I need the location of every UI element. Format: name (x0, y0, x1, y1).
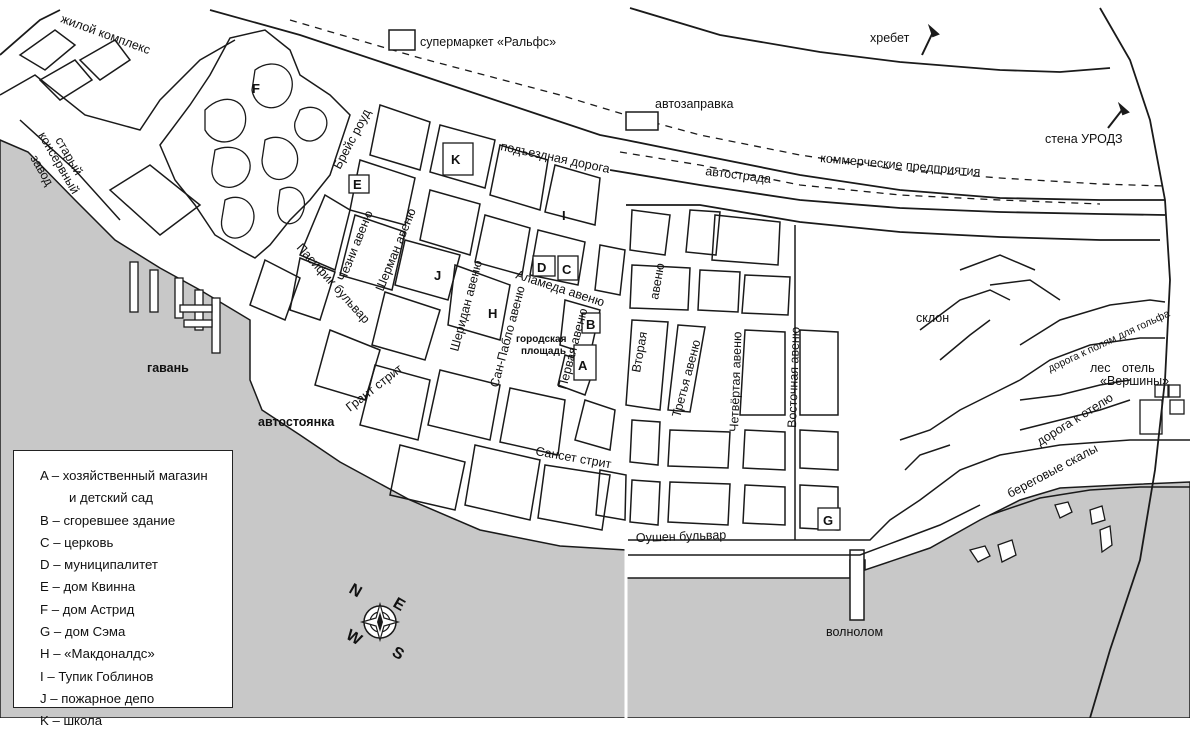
ridge-arrow-icon (921, 23, 940, 56)
label-town-square-1: городская (516, 334, 567, 345)
label-second-ave: Вторая (629, 331, 650, 374)
legend-item: A – хозяйственный магазин (40, 468, 208, 483)
south-highway-edge (626, 204, 1160, 241)
marker-d: D (537, 260, 546, 275)
map-legend: A – хозяйственный магазин и детский сад … (13, 450, 233, 728)
legend-item: D – муниципалитет (40, 557, 158, 573)
label-sunset: Сансет стрит (534, 444, 612, 471)
bay-water (625, 481, 1190, 718)
label-slope: склон (916, 311, 949, 325)
label-parking: автостоянка (258, 415, 335, 429)
label-supermarket: супермаркет «Ральфс» (420, 35, 556, 49)
label-commercial: коммерческие предприятия (820, 151, 981, 179)
label-sheridan: Шеридан авеню (447, 259, 485, 353)
north-road-edge (0, 9, 1165, 201)
label-pacific: Пасифик бульвар (294, 241, 373, 327)
label-harbor: гавань (147, 361, 189, 375)
label-fourth-ave: Четвёртая авеню (727, 331, 744, 432)
label-access-road: подъездная дорога (499, 139, 611, 176)
coastal-rocks (968, 501, 1113, 563)
label-residential: жилой комплекс (59, 12, 152, 57)
slope-area (899, 254, 1190, 516)
marker-j: J (434, 268, 441, 283)
marker-g: G (823, 513, 833, 528)
legend-item: C – церковь (40, 534, 114, 550)
ridge-line-2 (1089, 7, 1171, 718)
marker-b: B (586, 317, 595, 332)
supermarket-building (388, 29, 416, 51)
legend-item: и детский сад (69, 490, 153, 506)
label-hotel-2: «Вершины» (1100, 374, 1169, 388)
legend-item: B – сгоревшее здание (40, 512, 176, 528)
hotel-buildings (1139, 384, 1185, 435)
marker-c: C (562, 262, 572, 277)
marker-a: A (578, 358, 588, 373)
house-area-f (159, 29, 351, 259)
wall-arrow-icon (1107, 101, 1130, 129)
label-gas-station: автозаправка (655, 97, 733, 111)
marker-k: K (451, 152, 461, 167)
label-east-ave: Восточная авеню (785, 327, 803, 429)
east-blocks (625, 209, 1190, 556)
highway-line (609, 169, 1166, 216)
highway-dash-2 (619, 151, 1101, 205)
cannery-building (19, 119, 202, 236)
label-wall: стена УРОДЗ (1045, 132, 1123, 146)
label-forest: лес (1090, 361, 1111, 375)
label-breakwater: волнолом (826, 625, 883, 639)
city-blocks (249, 104, 627, 531)
breakwater (849, 549, 865, 621)
legend-item: J – пожарное депо (40, 690, 155, 706)
legend-item: F – дом Астрид (40, 601, 135, 617)
label-town-square-2: площадь (521, 346, 566, 357)
label-ocean: Оушен бульвар (636, 528, 727, 545)
legend-item: G – дом Сэма (40, 624, 126, 640)
marker-f: F (252, 81, 260, 96)
legend-item: K – школа (40, 713, 103, 729)
label-ridge: хребет (870, 31, 910, 45)
label-second-ave-2: авеню (647, 262, 667, 301)
gas-station-building (625, 111, 659, 131)
compass-rose-icon (359, 601, 401, 643)
harbor-piers (129, 261, 221, 354)
marker-i: I (562, 208, 566, 223)
ridge-line (629, 7, 1111, 73)
residential-complex (0, 29, 236, 131)
legend-item: H – «Макдоналдс» (40, 646, 155, 662)
legend-item: I – Тупик Гоблинов (40, 668, 154, 684)
label-hotel-1: отель (1122, 361, 1155, 375)
label-hotel-road: дорога к отелю (1034, 390, 1115, 448)
legend-item: E – дом Квинна (40, 579, 136, 595)
marker-h: H (488, 306, 497, 321)
marker-e: E (353, 177, 362, 192)
